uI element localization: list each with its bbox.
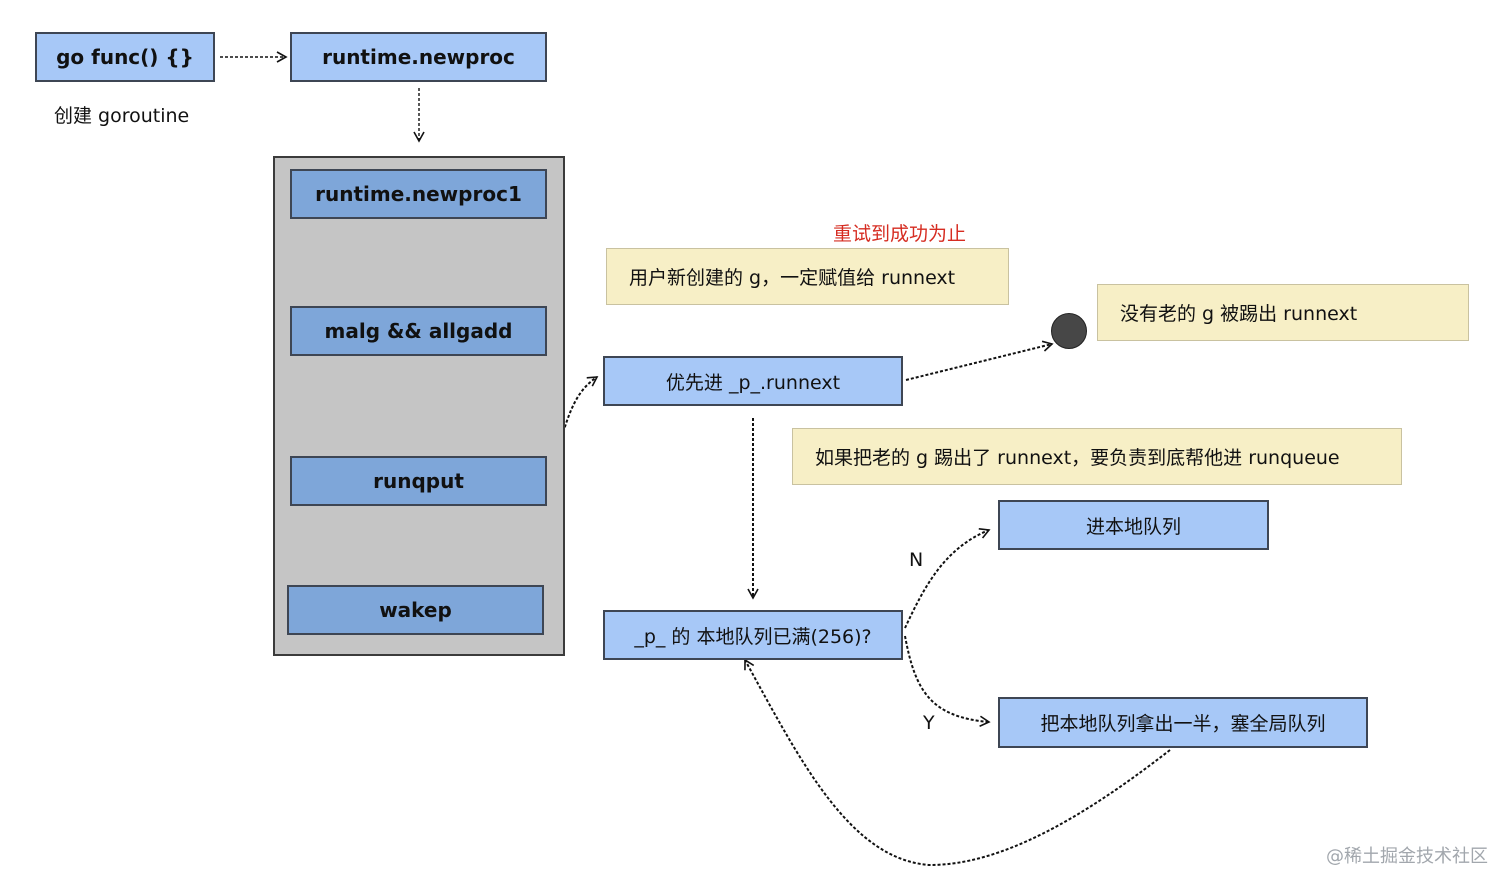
edge-global-back [744,658,1171,867]
runtime-newproc-node: runtime.newproc [290,32,547,82]
edge-localfull-n [904,527,991,629]
runtime-group-container [273,156,565,656]
edge-label-y: Y [923,712,935,734]
retry-label: 重试到成功为止 [833,223,967,245]
note-old-kicked: 没有老的 g 被踢出 runnext [1097,284,1469,341]
local-full-decision-node: _p_ 的 本地队列已满(256)? [603,610,903,660]
go-func-node: go func() {} [35,32,215,82]
watermark: @稀土掘金技术社区 [1326,846,1488,867]
create-goroutine-label: 创建 goroutine [54,105,190,127]
edge-runnext-dot [905,340,1054,381]
wakep-node: wakep [287,585,544,635]
kicked-out-dot [1051,313,1087,349]
edge-label-n: N [909,549,924,571]
edge-localfull-y [904,635,991,727]
malg-allgadd-node: malg && allgadd [290,306,547,356]
global-half-node: 把本地队列拿出一半，塞全局队列 [998,697,1368,748]
runqput-node: runqput [290,456,547,506]
note-help-runqueue: 如果把老的 g 踢出了 runnext，要负责到底帮他进 runqueue [792,428,1402,485]
runnext-node: 优先进 _p_.runnext [603,356,903,406]
local-queue-node: 进本地队列 [998,500,1269,550]
note-assign-runnext: 用户新创建的 g，一定赋值给 runnext [606,248,1009,305]
runtime-newproc1-node: runtime.newproc1 [290,169,547,219]
